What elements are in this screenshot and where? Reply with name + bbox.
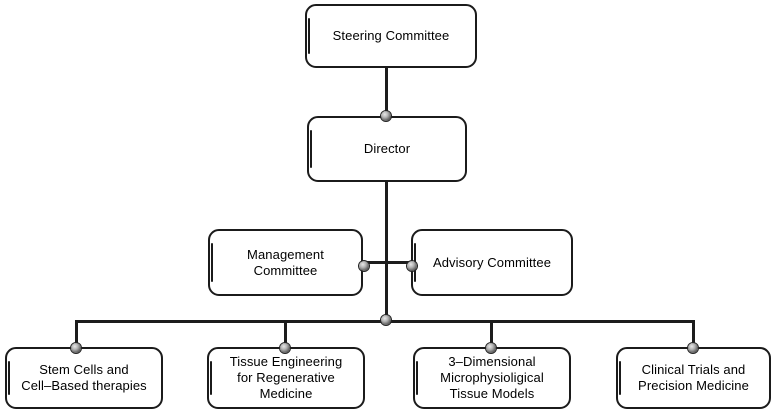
node-label-management-committee: Management Committee (247, 246, 324, 278)
node-label-steering-committee: Steering Committee (332, 28, 450, 43)
node-label-director: Director (363, 141, 411, 156)
connector-dot-management-right (359, 261, 369, 271)
node-label-tissue-engineering: Tissue Engineering for Regenerative Medi… (229, 354, 343, 401)
connector-dot-director-top (381, 111, 391, 121)
connector-dot-3d-tissue-models-top (486, 343, 496, 353)
node-advisory-committee[interactable]: Advisory Committee (411, 229, 573, 296)
node-steering-committee[interactable]: Steering Committee (305, 4, 477, 68)
edge-steering-to-director (385, 68, 388, 118)
node-management-committee[interactable]: Management Committee (208, 229, 363, 296)
edge-management-to-advisory (363, 261, 411, 264)
node-label-3d-tissue-models: 3–Dimensional Microphysioligical Tissue … (440, 354, 544, 401)
connector-dot-stem-cells-top (71, 343, 81, 353)
connector-dot-tissue-engineering-top (280, 343, 290, 353)
node-stem-cells[interactable]: Stem Cells and Cell–Based therapies (5, 347, 163, 409)
node-3d-tissue-models[interactable]: 3–Dimensional Microphysioligical Tissue … (413, 347, 571, 409)
connector-dot-clinical-trials-top (688, 343, 698, 353)
edge-drop-3d-tissue-models (490, 320, 493, 349)
connector-dot-advisory-left (407, 261, 417, 271)
node-clinical-trials[interactable]: Clinical Trials and Precision Medicine (616, 347, 771, 409)
edge-drop-stem-cells (75, 320, 78, 349)
node-tissue-engineering[interactable]: Tissue Engineering for Regenerative Medi… (207, 347, 365, 409)
node-label-stem-cells: Stem Cells and Cell–Based therapies (21, 362, 147, 393)
node-director[interactable]: Director (307, 116, 467, 182)
node-label-advisory-committee: Advisory Committee (432, 254, 552, 270)
edge-director-trunk (385, 182, 388, 322)
node-label-clinical-trials: Clinical Trials and Precision Medicine (638, 362, 749, 393)
edge-drop-clinical-trials (692, 320, 695, 349)
edge-drop-tissue-engineering (284, 320, 287, 349)
connector-dot-bus-trunk (381, 315, 391, 325)
